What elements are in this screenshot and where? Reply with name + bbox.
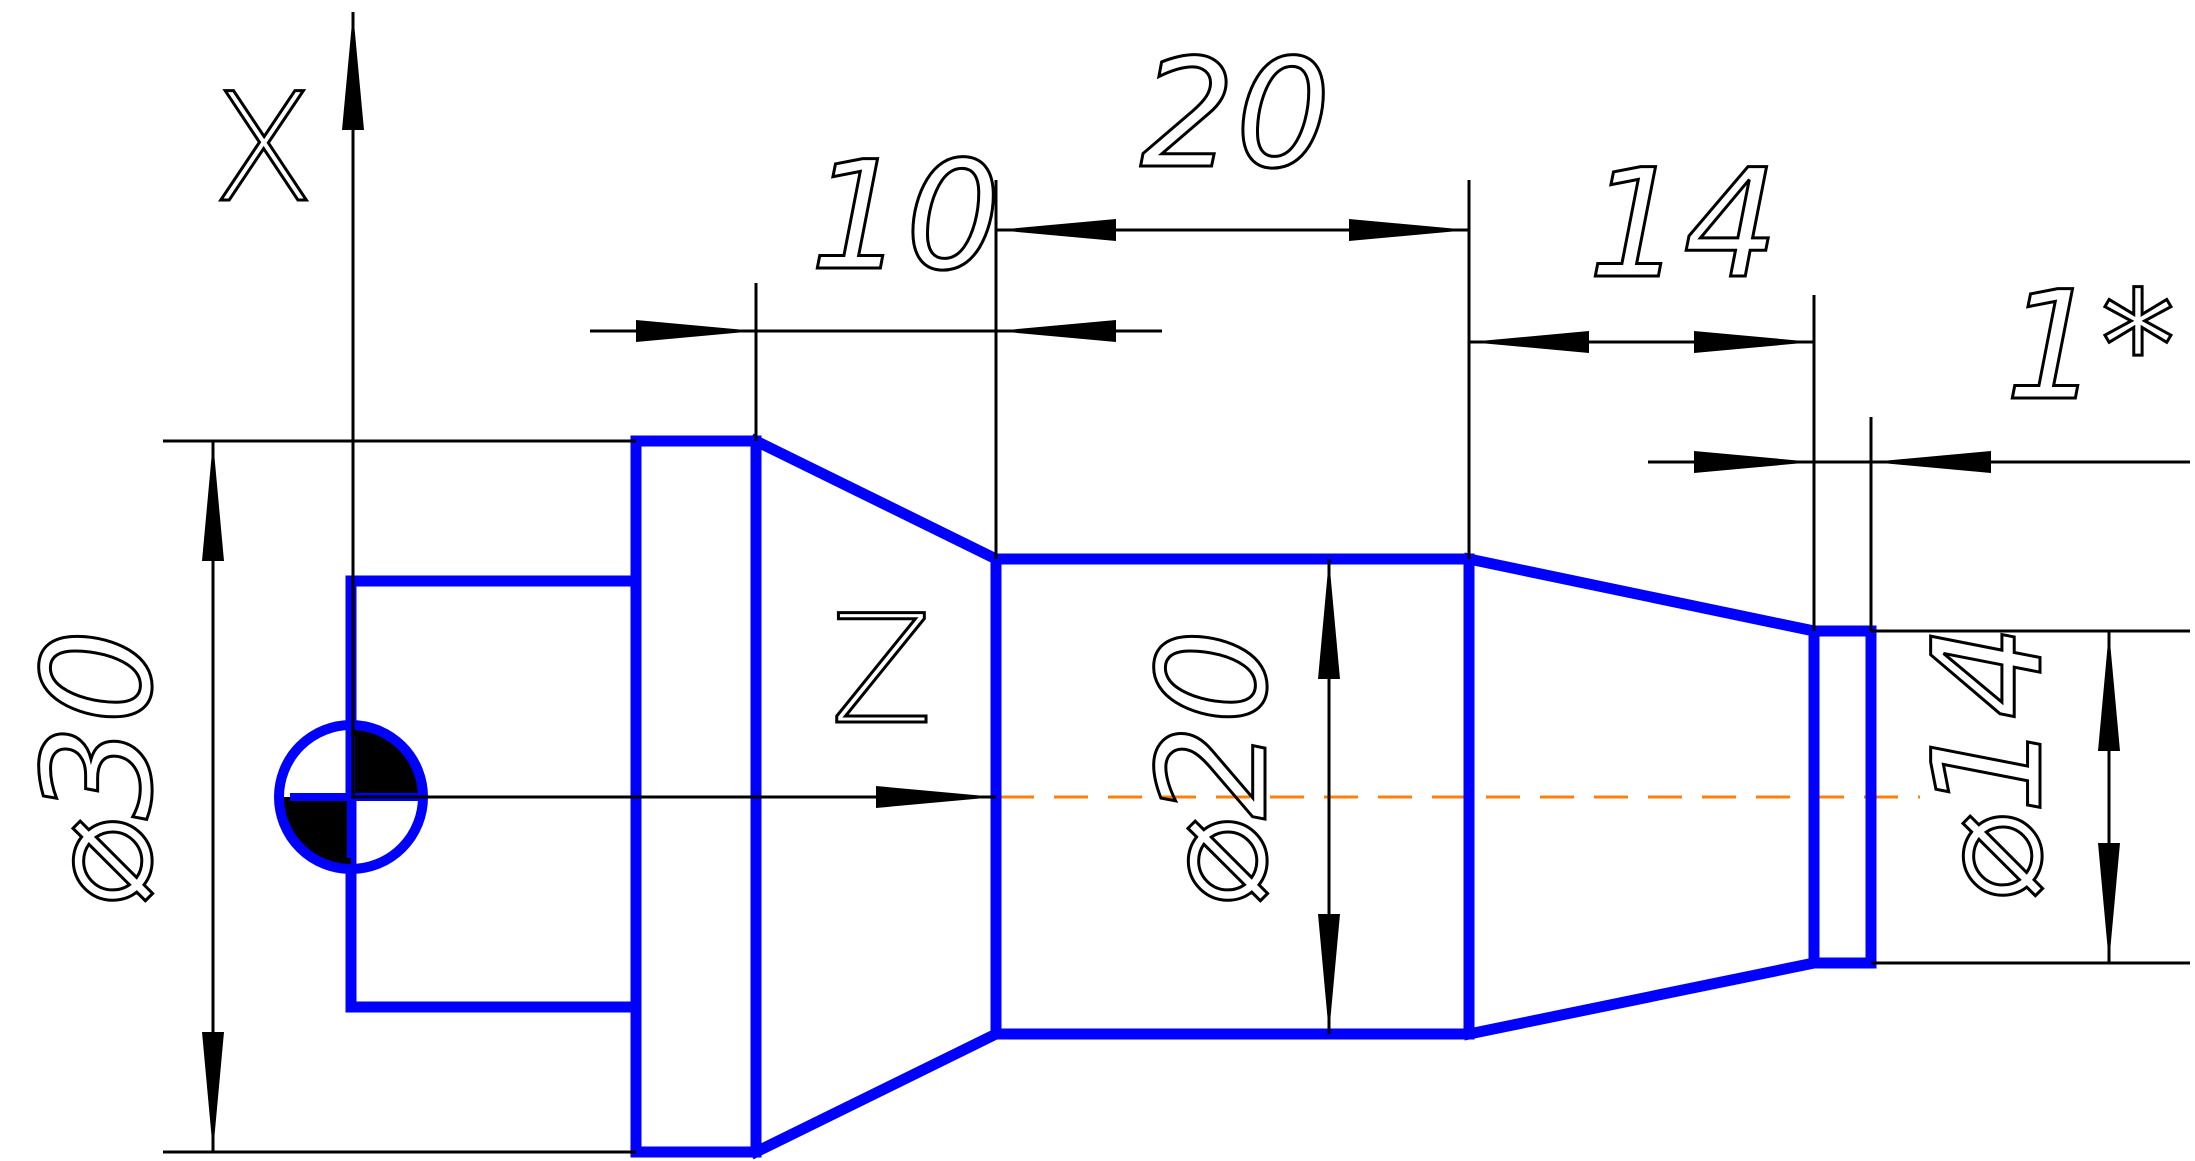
arrow-dia14-top bbox=[2098, 631, 2120, 751]
arrow-dia20-top bbox=[1318, 559, 1340, 679]
arrow-dia30-bottom bbox=[202, 1032, 224, 1152]
arrow-14-right bbox=[1694, 331, 1814, 353]
arrow-20-right bbox=[1349, 219, 1469, 241]
x-axis-label: X bbox=[212, 62, 315, 236]
dim-label-14: 14 bbox=[1588, 138, 1779, 312]
arrow-1-right bbox=[1871, 451, 1991, 473]
arrow-20-left bbox=[996, 219, 1116, 241]
dim-label-20: 20 bbox=[1140, 28, 1331, 202]
arrow-dia30-top bbox=[202, 441, 224, 561]
z-axis-label: Z bbox=[830, 584, 933, 758]
dimension-length-20: 20 bbox=[996, 27, 1471, 559]
arrow-10-left bbox=[636, 320, 756, 342]
dimension-diameter-30: ⌀30 bbox=[11, 439, 636, 1154]
arrow-10-right bbox=[996, 320, 1116, 342]
arrow-dia14-bottom bbox=[2098, 843, 2120, 963]
dim-label-dia30: ⌀30 bbox=[12, 629, 186, 910]
dim-label-dia20: ⌀20 bbox=[1127, 629, 1301, 910]
dimension-length-10: 10 bbox=[590, 129, 1162, 559]
dimension-length-14: 14 bbox=[1469, 137, 1816, 631]
dimension-length-1: 1* bbox=[1648, 259, 2190, 631]
x-axis: X bbox=[211, 12, 364, 797]
dim-label-10: 10 bbox=[810, 130, 1001, 304]
dimension-diameter-20: ⌀20 bbox=[1126, 559, 1340, 1034]
origin-quadrant-bottom-left bbox=[276, 797, 351, 872]
dimension-diameter-14: ⌀14 bbox=[1871, 622, 2190, 965]
arrow-14-left bbox=[1469, 331, 1589, 353]
end-collar bbox=[1808, 625, 1877, 969]
z-axis-arrow bbox=[876, 786, 996, 808]
dim-label-1: 1* bbox=[2005, 260, 2175, 434]
origin-quadrant-top-right bbox=[351, 722, 426, 797]
arrow-dia20-bottom bbox=[1318, 914, 1340, 1034]
dim-label-dia14: ⌀14 bbox=[1902, 624, 2076, 905]
arrow-1-left bbox=[1694, 451, 1814, 473]
x-axis-arrow bbox=[342, 12, 364, 130]
z-axis: Z bbox=[351, 583, 996, 808]
